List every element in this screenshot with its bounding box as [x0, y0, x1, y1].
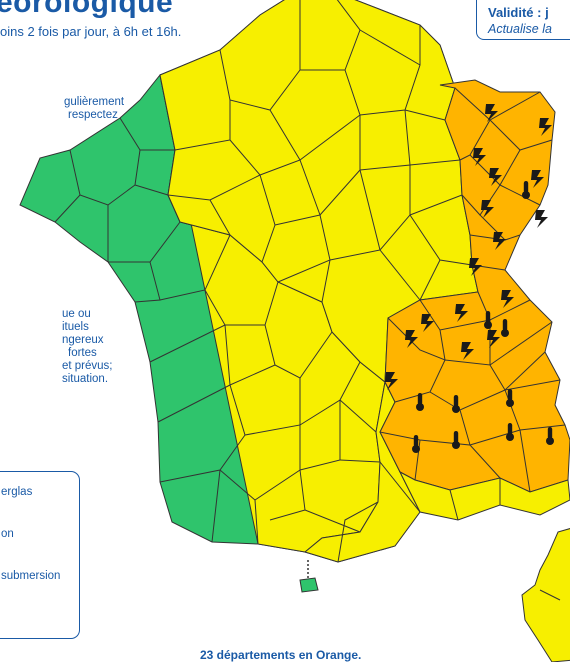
advice-line: ngereux: [62, 334, 104, 346]
update-link[interactable]: Actualise la: [488, 22, 552, 36]
page-title: éorologique: [0, 0, 174, 19]
validity-label: Validité : j: [488, 5, 549, 20]
page-subtitle: oins 2 fois par jour, à 6h et 16h.: [0, 24, 182, 39]
department-borders-center: [167, 0, 473, 303]
advice-line: gulièrement: [64, 96, 125, 108]
validity-box: Validité : j Actualise la: [476, 0, 570, 40]
advice-line: respectez: [68, 109, 118, 121]
orange-count-footer: 23 départements en Orange.: [200, 648, 362, 662]
region-andorra-green: [299, 577, 319, 593]
region-mediterranean-yellow: [398, 470, 570, 521]
legend-item-verglas: erglas: [1, 486, 33, 498]
department-borders-south: [337, 461, 561, 601]
advice-line: et prévus;: [62, 360, 113, 372]
legend-box: erglas on submersion: [0, 471, 80, 639]
advice-line: situation.: [62, 373, 109, 385]
department-borders: [54, 117, 381, 545]
legend-item-inondation: on: [1, 528, 14, 540]
advice-text-middle: ue ou ituels ngereux fortes et prévus; s…: [62, 308, 113, 386]
region-corsica-yellow[interactable]: [521, 528, 570, 662]
advice-line: ue ou: [62, 308, 91, 320]
thunderstorm-icon: [535, 210, 548, 228]
advice-line: ituels: [62, 321, 89, 333]
department-borders-east: [379, 87, 566, 493]
advice-text-top: gulièrement respectez: [64, 96, 124, 122]
legend-item-submersion: submersion: [1, 570, 61, 582]
advice-line: fortes: [68, 347, 97, 359]
